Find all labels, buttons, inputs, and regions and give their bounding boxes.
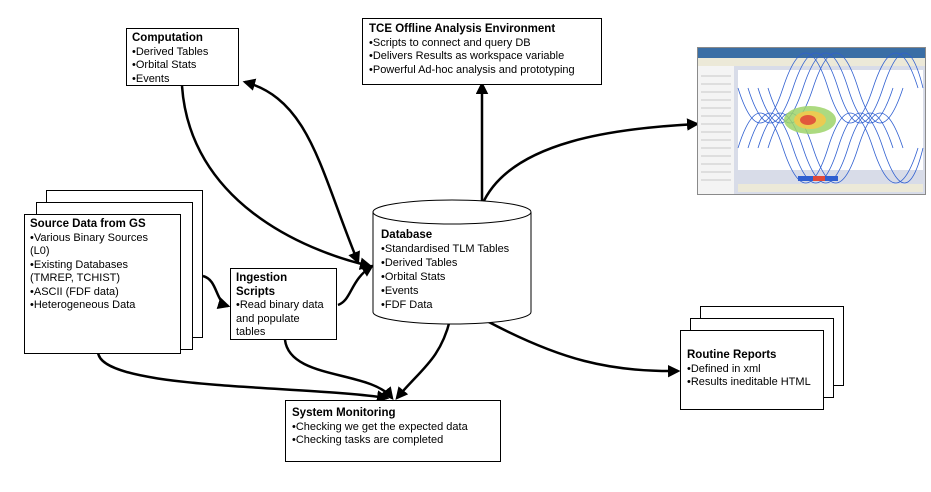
source-item: •ASCII (FDF data) bbox=[30, 285, 119, 298]
reports-box: Routine Reports •Defined in xml •Results… bbox=[680, 330, 824, 410]
computation-title: Computation bbox=[132, 32, 203, 44]
monitoring-title: System Monitoring bbox=[292, 407, 396, 419]
arrow-database-reports bbox=[484, 318, 681, 378]
reports-item: •Defined in xml bbox=[687, 362, 761, 375]
ingestion-title-line2: Scripts bbox=[236, 285, 275, 298]
ingestion-item: and populate bbox=[236, 312, 300, 325]
tce-item: •Delivers Results as workspace variable bbox=[369, 50, 565, 62]
ingestion-title-line1: Ingestion bbox=[236, 272, 288, 284]
tce-item: •Scripts to connect and query DB bbox=[369, 36, 531, 49]
arrow-database-computation bbox=[242, 78, 360, 265]
arrow-ingestion-monitoring bbox=[283, 339, 394, 400]
tce-item: •Powerful Ad-hoc analysis and prototypin… bbox=[369, 63, 575, 76]
ingestion-box: Ingestion Scripts •Read binary data and … bbox=[230, 268, 337, 340]
screenshot-image bbox=[698, 48, 925, 194]
source-item: •Existing Databases bbox=[30, 258, 129, 271]
computation-item: •Orbital Stats bbox=[132, 59, 197, 71]
arrow-ingestion-database bbox=[337, 264, 375, 307]
database-item: •Derived Tables bbox=[381, 257, 458, 269]
database-item: •Orbital Stats bbox=[381, 271, 446, 283]
monitoring-item: •Checking tasks are completed bbox=[292, 434, 444, 446]
database-item: •Events bbox=[381, 285, 419, 297]
source-item: (L0) bbox=[30, 245, 50, 257]
source-box: Source Data from GS •Various Binary Sour… bbox=[24, 214, 181, 354]
source-item: •Heterogeneous Data bbox=[30, 299, 136, 311]
arrow-source-ingestion bbox=[202, 274, 231, 310]
arrow-computation-database bbox=[180, 85, 373, 270]
monitoring-box: System Monitoring •Checking we get the e… bbox=[285, 400, 501, 462]
computation-item: •Derived Tables bbox=[132, 45, 209, 58]
tce-title: TCE Offline Analysis Environment bbox=[369, 23, 556, 35]
reports-title: Routine Reports bbox=[687, 349, 777, 361]
ingestion-item: •Read binary data bbox=[236, 299, 324, 311]
computation-item: •Events bbox=[132, 72, 170, 85]
analysis-screenshot bbox=[697, 47, 926, 195]
database-text: Database •Standardised TLM Tables •Deriv… bbox=[381, 228, 509, 312]
source-item: (TMREP, TCHIST) bbox=[30, 272, 121, 284]
database-title: Database bbox=[381, 229, 433, 241]
database-cylinder bbox=[372, 199, 532, 325]
arrow-database-screenshot bbox=[480, 118, 700, 206]
reports-item: •Results ineditable HTML bbox=[687, 376, 811, 388]
monitoring-item: •Checking we get the expected data bbox=[292, 420, 468, 433]
database-item: •FDF Data bbox=[381, 299, 433, 311]
arrow-source-monitoring bbox=[96, 351, 390, 403]
computation-box: Computation •Derived Tables •Orbital Sta… bbox=[126, 28, 239, 86]
database-item: •Standardised TLM Tables bbox=[381, 243, 510, 255]
tce-box: TCE Offline Analysis Environment •Script… bbox=[362, 18, 602, 85]
arrow-database-monitoring bbox=[395, 319, 452, 400]
source-title: Source Data from GS bbox=[30, 218, 146, 230]
ingestion-item: tables bbox=[236, 326, 266, 338]
source-item: •Various Binary Sources bbox=[30, 231, 148, 244]
